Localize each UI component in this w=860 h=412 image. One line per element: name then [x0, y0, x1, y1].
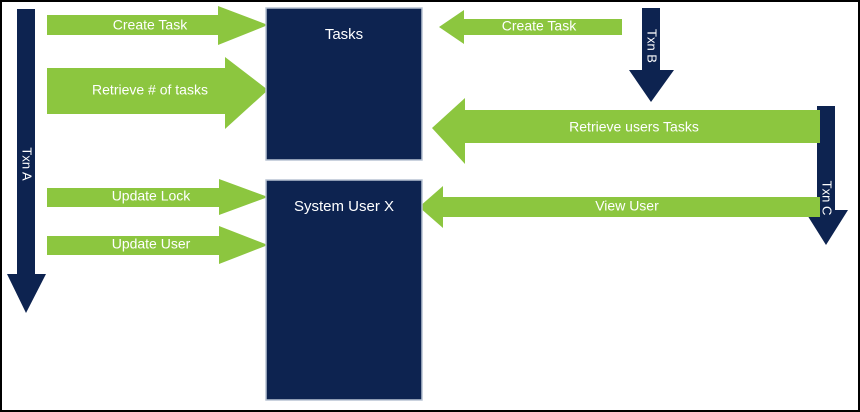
update-user-shape — [47, 226, 268, 264]
create-task-left-label: Create Task — [113, 17, 188, 33]
flow-arrow-retrieve-users-tasks[interactable]: Retrieve users Tasks — [432, 98, 820, 164]
create-task-right-label: Create Task — [502, 18, 577, 34]
create-task-left-shape — [47, 6, 268, 45]
flow-arrow-retrieve-num-tasks[interactable]: Retrieve # of tasks — [47, 57, 268, 129]
txn-arrow-txn-a[interactable]: Txn A — [7, 9, 46, 313]
txn-a-arrow-shape — [7, 9, 46, 313]
retrieve-users-tasks-label: Retrieve users Tasks — [569, 119, 699, 135]
flow-arrow-update-user[interactable]: Update User — [47, 226, 268, 264]
system-user-x-label: System User X — [294, 198, 394, 215]
retrieve-num-tasks-label: Retrieve # of tasks — [92, 82, 208, 98]
update-lock-shape — [47, 179, 268, 215]
flow-arrow-view-user[interactable]: View User — [419, 186, 820, 228]
node-system-user-x[interactable]: System User X — [265, 179, 423, 401]
retrieve-users-tasks-shape — [432, 98, 820, 164]
node-tasks[interactable]: Tasks — [265, 7, 423, 161]
view-user-shape — [419, 186, 820, 228]
view-user-label: View User — [595, 198, 659, 214]
tasks-label: Tasks — [325, 26, 363, 43]
flow-arrow-create-task-right[interactable]: Create Task — [439, 10, 622, 44]
create-task-right-shape — [439, 10, 622, 44]
tasks-box-shape — [265, 7, 423, 161]
txn-b-label: Txn B — [645, 29, 660, 63]
txn-c-label: Txn C — [820, 181, 835, 216]
txn-b-arrow-shape — [629, 8, 674, 102]
flow-arrow-create-task-left[interactable]: Create Task — [47, 6, 268, 45]
txn-a-label: Txn A — [20, 147, 35, 181]
txn-arrow-txn-b[interactable]: Txn B — [629, 8, 674, 102]
flow-arrow-update-lock[interactable]: Update Lock — [47, 179, 268, 215]
system-user-x-box-shape — [265, 179, 423, 401]
update-lock-label: Update Lock — [112, 188, 192, 204]
update-user-label: Update User — [112, 236, 191, 252]
retrieve-num-tasks-shape — [47, 57, 268, 129]
